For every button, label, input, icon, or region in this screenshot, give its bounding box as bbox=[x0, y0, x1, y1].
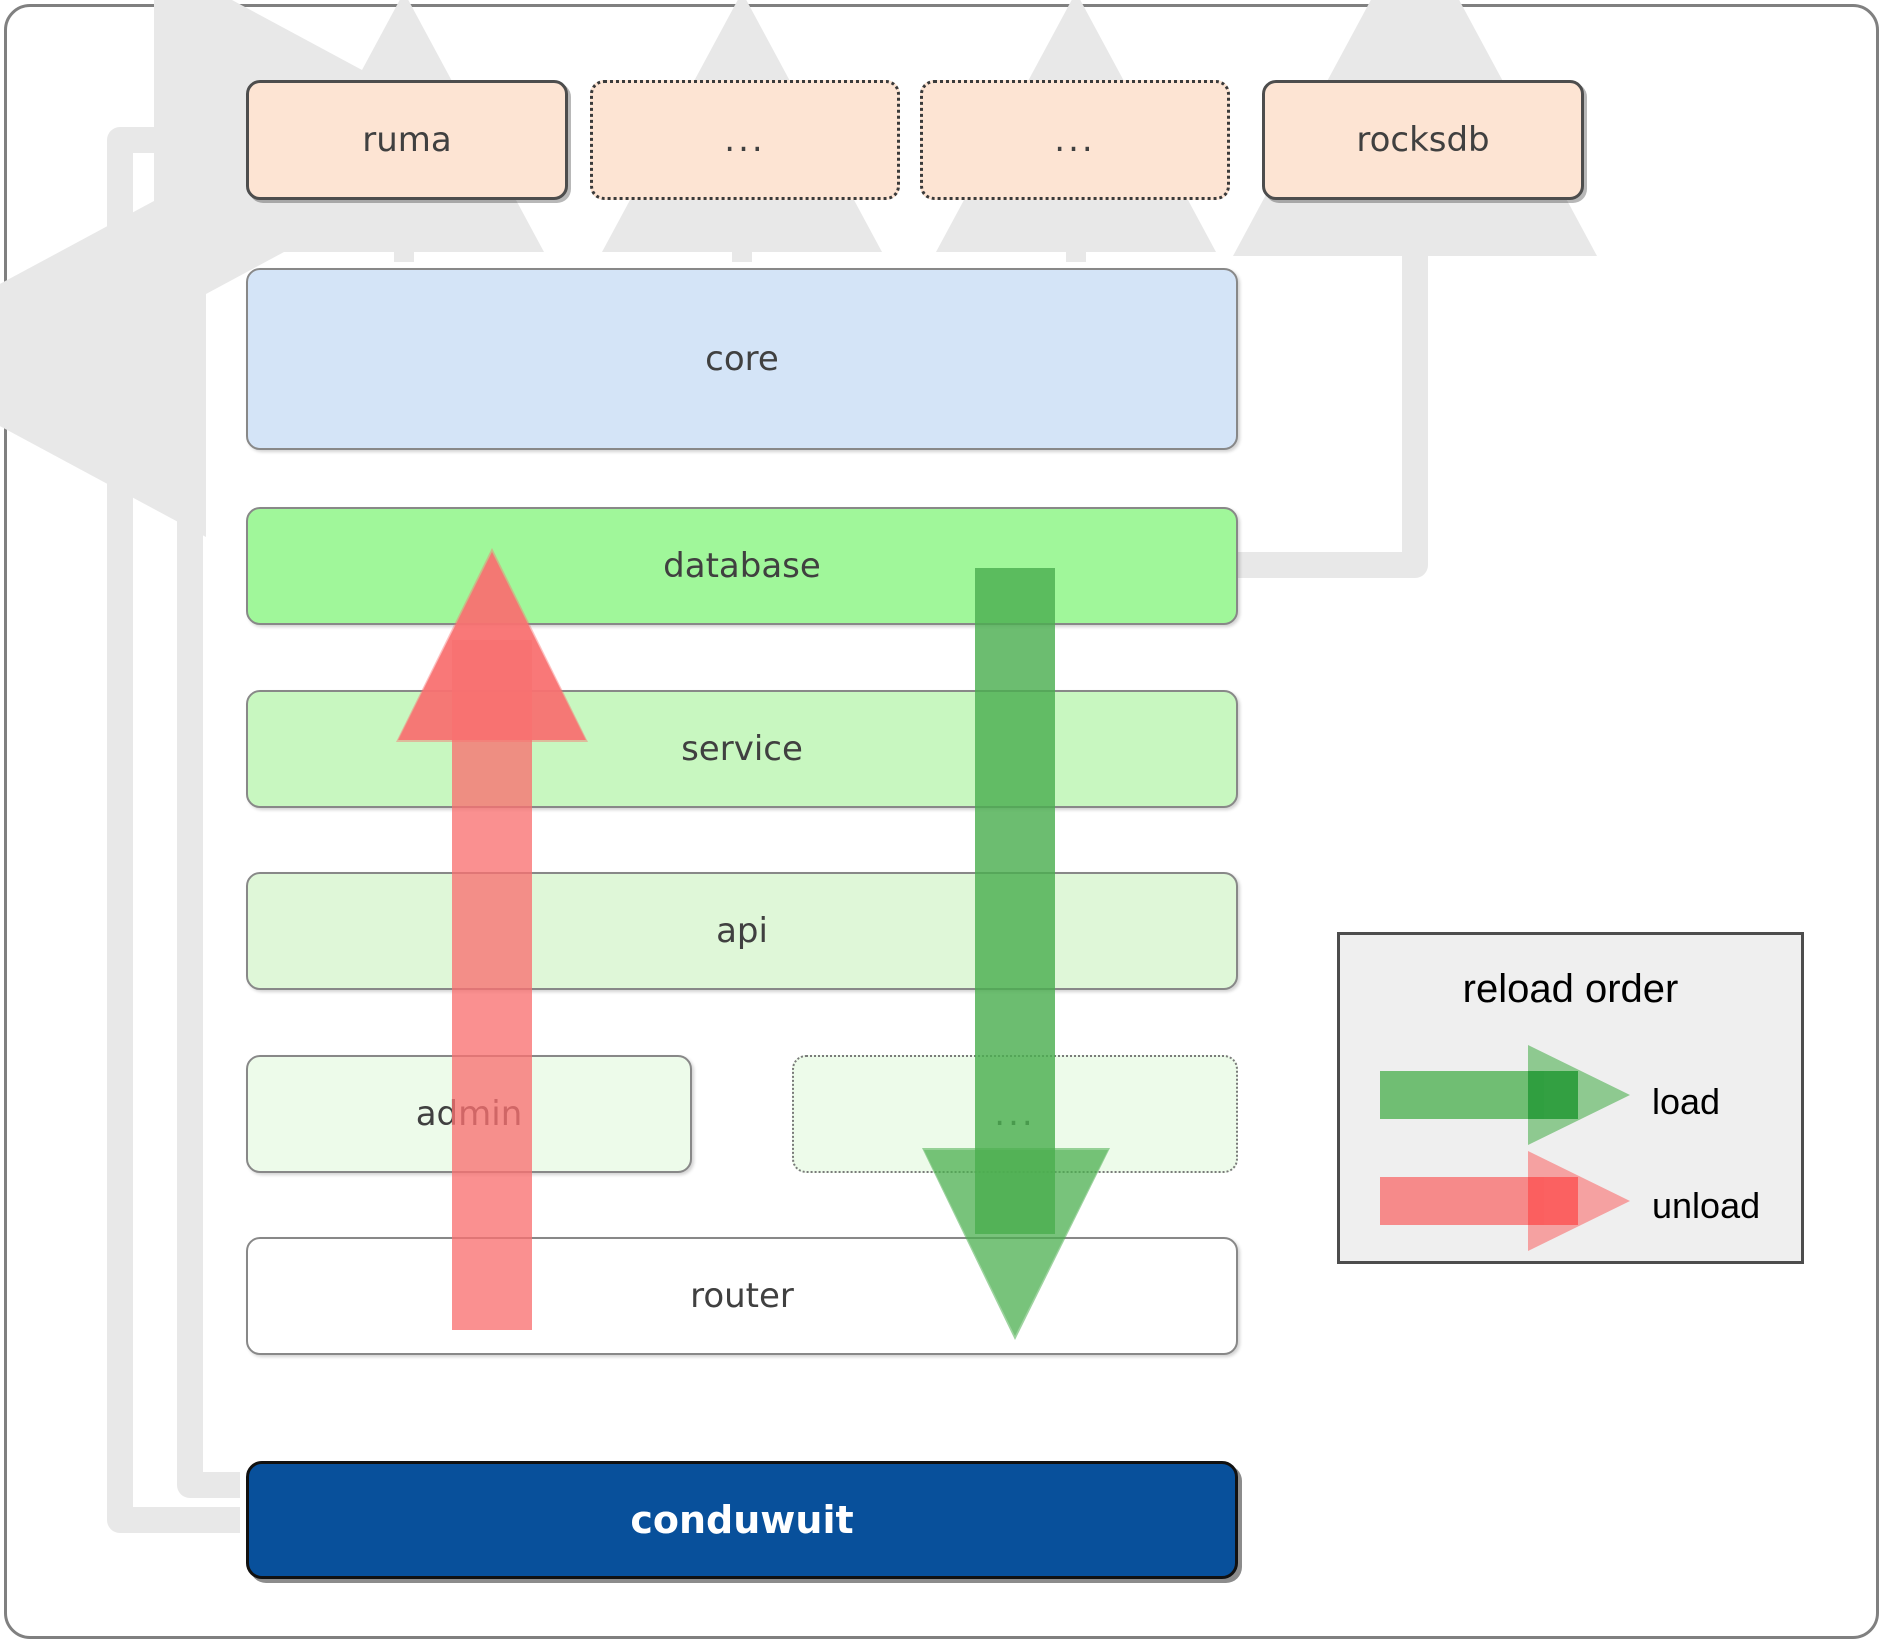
app-label-conduwuit: conduwuit bbox=[630, 1498, 854, 1542]
layer-label-database: database bbox=[663, 546, 821, 586]
layer-box-router[interactable]: router bbox=[246, 1237, 1238, 1355]
crate-label-dots2: ... bbox=[1054, 120, 1096, 160]
layer-label-dots3: ... bbox=[994, 1094, 1036, 1134]
layer-label-api: api bbox=[716, 911, 768, 951]
crate-box-dots2[interactable]: ... bbox=[920, 80, 1230, 200]
layer-box-dots3[interactable]: ... bbox=[792, 1055, 1238, 1173]
connector-conduwuit-to-core bbox=[0, 173, 240, 1498]
layer-label-router: router bbox=[690, 1276, 794, 1316]
legend-unload-arrow-icon bbox=[1380, 1151, 1630, 1251]
legend-arrow-icons bbox=[1380, 1045, 1630, 1251]
crate-box-dots1[interactable]: ... bbox=[590, 80, 900, 200]
crate-label-rocksdb: rocksdb bbox=[1356, 120, 1490, 160]
layer-box-api[interactable]: api bbox=[246, 872, 1238, 990]
legend-panel: reload order load unload bbox=[1337, 932, 1804, 1264]
legend-label-load: load bbox=[1652, 1081, 1721, 1122]
crate-label-dots1: ... bbox=[724, 120, 766, 160]
layer-label-service: service bbox=[681, 729, 803, 769]
legend-title: reload order bbox=[1462, 967, 1679, 1011]
connector-database-to-rocksdb bbox=[1233, 0, 1597, 578]
legend-load-arrow-icon bbox=[1380, 1045, 1630, 1145]
connector-conduwuit-to-ruma bbox=[107, 0, 492, 1533]
layer-box-database[interactable]: database bbox=[246, 507, 1238, 625]
legend-label-unload: unload bbox=[1652, 1185, 1761, 1226]
crate-box-ruma[interactable]: ruma bbox=[246, 80, 568, 200]
layer-label-admin: admin bbox=[415, 1094, 523, 1134]
layer-label-core: core bbox=[705, 339, 779, 379]
layer-box-admin[interactable]: admin bbox=[246, 1055, 692, 1173]
crate-box-rocksdb[interactable]: rocksdb bbox=[1262, 80, 1584, 200]
crate-label-ruma: ruma bbox=[362, 120, 452, 160]
layer-box-service[interactable]: service bbox=[246, 690, 1238, 808]
app-box-conduwuit[interactable]: conduwuit bbox=[246, 1461, 1238, 1579]
layer-box-core[interactable]: core bbox=[246, 268, 1238, 450]
